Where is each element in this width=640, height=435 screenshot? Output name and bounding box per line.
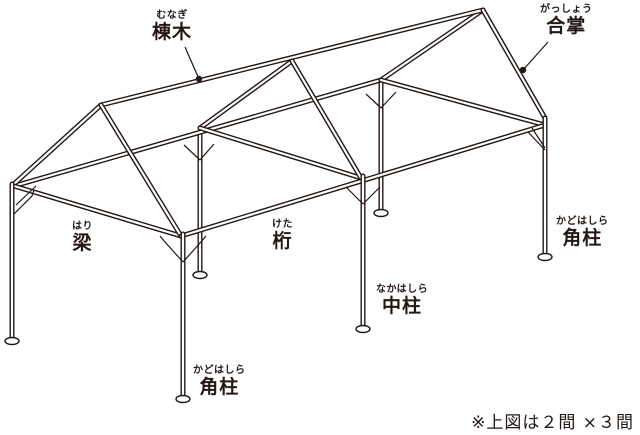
label-kadobashira-right: かどはしら 角柱 bbox=[556, 217, 609, 248]
leader-lines bbox=[184, 41, 549, 83]
label-keta: けた 桁 bbox=[272, 220, 293, 251]
ruby-nakabashira: なかはしら bbox=[376, 284, 429, 295]
kanji-munagi: 棟木 bbox=[152, 21, 193, 43]
side-beams bbox=[11, 77, 548, 239]
kanji-gassho: 合掌 bbox=[546, 15, 587, 37]
label-nakabashira: なかはしら 中柱 bbox=[376, 285, 428, 316]
kanji-hari: 梁 bbox=[72, 232, 93, 254]
front-posts bbox=[9, 115, 548, 399]
kanji-nakabashira: 中柱 bbox=[382, 295, 423, 317]
rafters-back bbox=[11, 7, 486, 187]
label-munagi: むなぎ 棟木 bbox=[152, 11, 192, 42]
ruby-kadobashira-right: かどはしら bbox=[556, 216, 609, 227]
kanji-kadobashira-right: 角柱 bbox=[562, 227, 603, 249]
post-feet bbox=[4, 208, 553, 404]
ruby-kadobashira-front: かどはしら bbox=[193, 365, 246, 376]
kanji-keta: 桁 bbox=[272, 230, 293, 252]
ruby-munagi: むなぎ bbox=[156, 10, 188, 21]
back-keta bbox=[11, 77, 384, 189]
ruby-gassho: がっしょう bbox=[540, 4, 593, 15]
frame-pipes bbox=[4, 7, 553, 404]
label-hari: はり 梁 bbox=[72, 222, 93, 253]
ridge-beam bbox=[98, 7, 486, 108]
corner-braces bbox=[13, 91, 546, 263]
size-note: ※上図は２間 ×３間 bbox=[471, 413, 634, 433]
label-gassho: がっしょう 合掌 bbox=[540, 5, 593, 36]
label-kadobashira-front: かどはしら 角柱 bbox=[193, 366, 246, 397]
ruby-hari: はり bbox=[72, 221, 93, 232]
kanji-kadobashira-front: 角柱 bbox=[199, 376, 240, 398]
back-posts bbox=[197, 77, 384, 275]
rafters-front bbox=[98, 7, 548, 239]
ruby-keta: けた bbox=[272, 219, 293, 230]
